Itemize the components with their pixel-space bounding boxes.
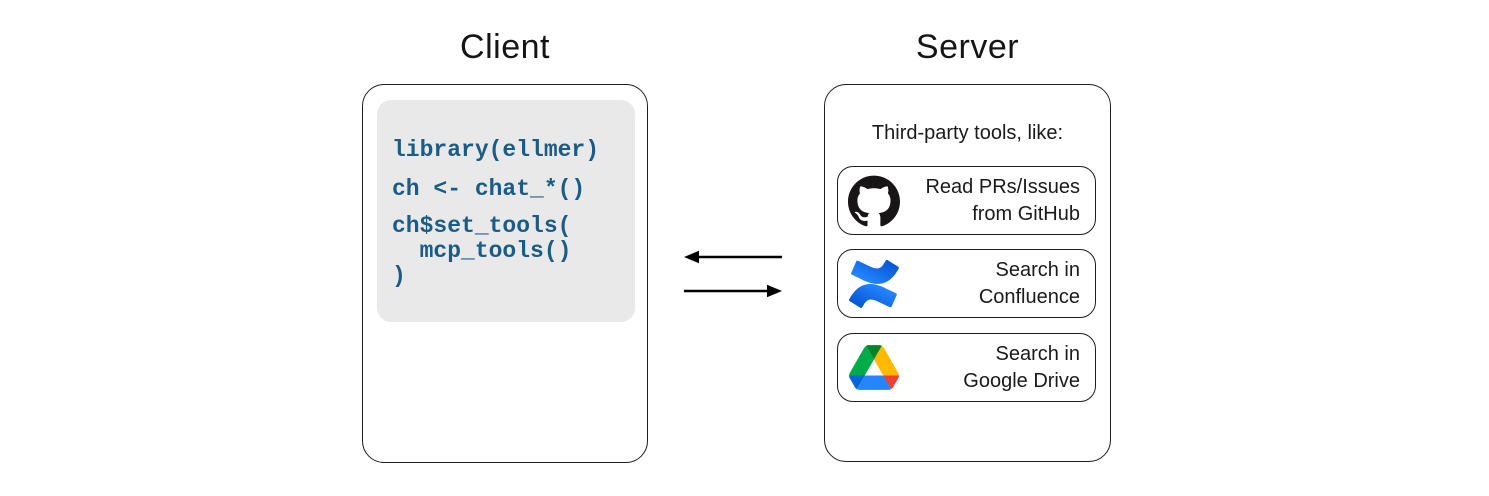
- confluence-icon: [848, 258, 900, 310]
- client-title: Client: [460, 28, 550, 66]
- server-subtitle: Third-party tools, like:: [871, 122, 1064, 144]
- tool-card-github: Read PRs/Issues from GitHub: [837, 166, 1096, 235]
- code-line-chat: ch <- chat_*(): [392, 176, 586, 202]
- client-box: library(ellmer) ch <- chat_*() ch$set_to…: [362, 84, 648, 463]
- server-box: Third-party tools, like: Read PRs/Issues…: [824, 84, 1111, 462]
- tool-label-github: Read PRs/Issues from GitHub: [900, 174, 1080, 228]
- tool-label-confluence: Search in Confluence: [900, 257, 1080, 311]
- client-code-block: library(ellmer) ch <- chat_*() ch$set_to…: [377, 100, 635, 322]
- code-line-set-tools: ch$set_tools(: [392, 213, 572, 239]
- tool-label-google-drive-line2: Google Drive: [963, 369, 1080, 392]
- tool-label-github-line2: from GitHub: [972, 202, 1080, 225]
- tool-label-github-line1: Read PRs/Issues: [925, 175, 1080, 198]
- server-title: Server: [915, 28, 1020, 66]
- code-line-close-paren: ): [392, 263, 406, 289]
- code-line-library: library(ellmer): [392, 137, 600, 163]
- tool-label-confluence-line1: Search in: [995, 258, 1081, 281]
- code-line-mcp-tools: mcp_tools(): [392, 238, 572, 264]
- arrow-left-icon: [684, 250, 782, 264]
- client-server-arrows: [684, 250, 782, 298]
- tool-label-confluence-line2: Confluence: [978, 285, 1080, 308]
- github-icon: [848, 175, 900, 227]
- google-drive-icon: [848, 342, 900, 394]
- arrow-right-icon: [684, 284, 782, 298]
- tool-label-google-drive: Search in Google Drive: [900, 341, 1080, 395]
- tool-label-google-drive-line1: Search in: [995, 342, 1081, 365]
- tool-card-google-drive: Search in Google Drive: [837, 333, 1096, 402]
- tool-card-confluence: Search in Confluence: [837, 249, 1096, 318]
